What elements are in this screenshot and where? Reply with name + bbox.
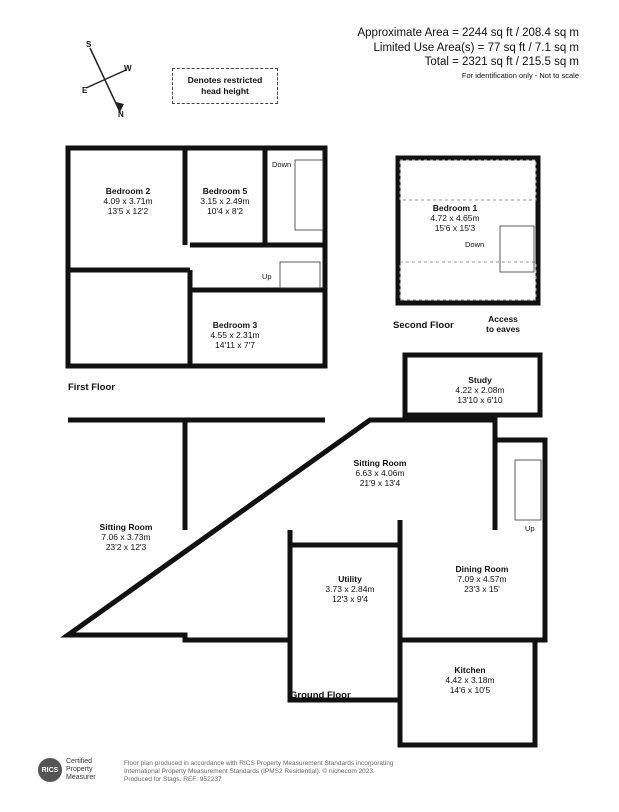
total-area: Total = 2321 sq ft / 215.5 sq m: [424, 56, 579, 68]
room-bedroom-3: Bedroom 3 4.55 x 2.31m 14'11 x 7'7: [185, 320, 285, 350]
room-name: Study: [468, 375, 492, 385]
room-metric: 4.22 x 2.08m: [455, 385, 505, 395]
access-line2: to eaves: [486, 324, 521, 334]
room-sitting-center: Sitting Room 6.63 x 4.06m 21'9 x 13'4: [330, 458, 430, 488]
room-bedroom-5: Bedroom 5 3.15 x 2.49m 10'4 x 8'2: [180, 186, 270, 216]
compass-icon: S N E W: [80, 40, 140, 120]
room-metric: 7.06 x 3.73m: [101, 532, 151, 542]
compass-e: E: [82, 86, 88, 95]
room-name: Kitchen: [454, 665, 486, 675]
room-imperial: 12'3 x 9'4: [332, 594, 368, 604]
stairs-up-ground: Up: [525, 524, 535, 533]
floor-label-second: Second Floor: [393, 320, 454, 331]
room-name: Dining Room: [455, 564, 509, 574]
area-summary: Approximate Area = 2244 sq ft / 208.4 sq…: [357, 26, 579, 82]
badge-line2: Property: [66, 766, 93, 773]
room-imperial: 14'6 x 10'5: [449, 685, 491, 695]
room-imperial: 13'5 x 12'2: [107, 206, 149, 216]
room-sitting-left: Sitting Room 7.06 x 3.73m 23'2 x 12'3: [76, 522, 176, 552]
rics-seal-icon: RICS: [38, 758, 62, 782]
approx-area: Approximate Area = 2244 sq ft / 208.4 sq…: [357, 27, 579, 39]
room-imperial: 14'11 x 7'7: [215, 340, 255, 350]
room-imperial: 10'4 x 8'2: [207, 206, 243, 216]
room-name: Sitting Room: [99, 522, 153, 532]
room-dining: Dining Room 7.09 x 4.57m 23'3 x 15': [432, 564, 532, 594]
disclaimer-line1: Floor plan produced in accordance with R…: [124, 760, 394, 767]
limited-use-area: Limited Use Area(s) = 77 sq ft / 7.1 sq …: [373, 41, 580, 54]
legend-line2: head height: [201, 86, 249, 96]
room-metric: 4.42 x 3.18m: [445, 675, 495, 685]
floor-label-ground: Ground Floor: [290, 690, 351, 701]
access-line1: Access: [488, 314, 518, 324]
compass-s: S: [86, 40, 92, 49]
room-metric: 4.55 x 2.31m: [210, 330, 260, 340]
room-metric: 6.63 x 4.06m: [355, 468, 405, 478]
compass-w: W: [124, 64, 132, 73]
room-study: Study 4.22 x 2.08m 13'10 x 6'10: [430, 375, 530, 405]
disclaimer-line3: Produced for Stags. REF: 952237: [124, 776, 222, 783]
disclaimer: Floor plan produced in accordance with R…: [124, 760, 424, 784]
disclaimer-line2: International Property Measurement Stand…: [124, 768, 375, 775]
room-name: Bedroom 1: [432, 203, 478, 213]
room-imperial: 23'2 x 12'3: [105, 542, 147, 552]
room-imperial: 15'6 x 15'3: [434, 223, 476, 233]
room-imperial: 21'9 x 13'4: [359, 478, 401, 488]
access-eaves: Access to eaves: [486, 314, 520, 334]
legend-line1: Denotes restricted: [187, 75, 263, 85]
room-name: Sitting Room: [353, 458, 407, 468]
badge-line3: Measurer: [66, 774, 96, 781]
room-name: Bedroom 2: [105, 186, 151, 196]
room-imperial: 23'3 x 15': [464, 584, 500, 594]
stairs-down-first: Down: [272, 160, 292, 169]
room-metric: 4.72 x 4.65m: [430, 213, 480, 223]
room-kitchen: Kitchen 4.42 x 3.18m 14'6 x 10'5: [420, 665, 520, 695]
room-metric: 4.09 x 3.71m: [103, 196, 153, 206]
restricted-height-legend: Denotes restricted head height: [172, 68, 278, 104]
stairs-down-second: Down: [465, 240, 485, 249]
room-imperial: 13'10 x 6'10: [457, 395, 503, 405]
room-metric: 7.09 x 4.57m: [457, 574, 507, 584]
room-metric: 3.15 x 2.49m: [200, 196, 250, 206]
room-bedroom-1: Bedroom 1 4.72 x 4.65m 15'6 x 15'3: [405, 203, 505, 233]
room-metric: 3.73 x 2.84m: [325, 584, 375, 594]
stairs-up-first: Up: [262, 272, 272, 281]
identification-note: For identification only - Not to scale: [461, 70, 579, 80]
floor-label-first: First Floor: [68, 382, 115, 393]
badge-line1: Certified: [66, 758, 93, 765]
room-bedroom-2: Bedroom 2 4.09 x 3.71m 13'5 x 12'2: [78, 186, 178, 216]
room-name: Utility: [338, 574, 362, 584]
compass-n: N: [118, 110, 124, 119]
room-utility: Utility 3.73 x 2.84m 12'3 x 9'4: [300, 574, 400, 604]
rics-badge: RICS Certified Property Measurer: [38, 758, 96, 782]
room-name: Bedroom 3: [212, 320, 258, 330]
room-name: Bedroom 5: [202, 186, 248, 196]
